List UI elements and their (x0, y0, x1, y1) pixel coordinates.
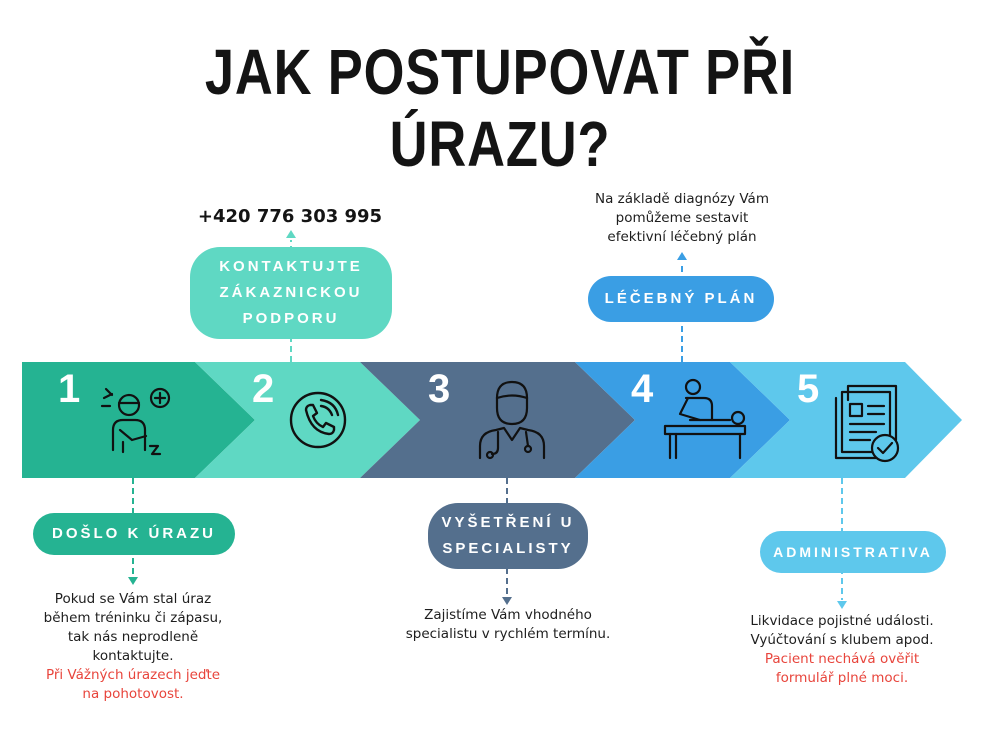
warning-step-5-line1: Pacient nechává ověřit (764, 651, 920, 667)
description-step-5-line2: Vyúčtování s klubem apod. (750, 632, 934, 648)
description-step-4: Na základě diagnózy Vám pomůžeme sestavi… (572, 190, 792, 247)
description-step-1-line4: kontaktujte. (92, 648, 174, 664)
physiotherapy-icon (663, 378, 747, 460)
label-step-5-text: ADMINISTRATIVA (773, 544, 933, 560)
description-step-3: Zajistíme Vám vhodného specialistu v ryc… (388, 606, 628, 644)
doctor-icon (478, 380, 546, 460)
warning-step-5-line2: formulář plné moci. (775, 670, 909, 686)
step-5-segment (730, 362, 962, 478)
label-step-5: ADMINISTRATIVA (760, 531, 946, 573)
injured-person-icon (100, 387, 171, 456)
label-step-3-line2: SPECIALISTY (442, 540, 574, 557)
phone-number[interactable]: +420 776 303 995 (197, 206, 383, 227)
description-step-3-line2: specialistu v rychlém termínu. (405, 626, 611, 642)
description-step-3-line1: Zajistíme Vám vhodného (424, 607, 592, 623)
warning-step-1-line1: Při Vážných úrazech jeďte (45, 667, 221, 683)
step-2-segment (195, 362, 420, 478)
label-step-2-line2: ZÁKAZNICKOU (219, 284, 363, 301)
description-step-4-line3: efektivní léčebný plán (607, 229, 757, 245)
step-4-segment (575, 362, 790, 478)
label-step-1: DOŠLO K ÚRAZU (33, 513, 235, 555)
label-step-2-line3: PODPORU (242, 310, 340, 327)
label-step-2: KONTAKTUJTE ZÁKAZNICKOU PODPORU (190, 247, 392, 339)
label-step-1-text: DOŠLO K ÚRAZU (52, 525, 216, 542)
warning-step-1-line2: na pohotovost. (82, 686, 184, 702)
document-approved-icon (834, 384, 900, 463)
label-step-3-line1: VYŠETŘENÍ U (441, 514, 575, 531)
label-step-2-line1: KONTAKTUJTE (219, 258, 363, 275)
label-step-3: VYŠETŘENÍ U SPECIALISTY (428, 503, 588, 569)
step-2-number: 2 (252, 367, 274, 411)
step-3-number: 3 (428, 367, 450, 411)
description-step-1: Pokud se Vám stal úraz během tréninku či… (20, 590, 246, 704)
step-3-segment (360, 362, 635, 478)
description-step-1-line3: tak nás neprodleně (67, 629, 199, 645)
page-title: JAK POSTUPOVAT PŘI ÚRAZU? (204, 36, 796, 180)
label-step-4: LÉČEBNÝ PLÁN (588, 276, 774, 322)
description-step-5-line1: Likvidace pojistné události. (750, 613, 934, 629)
label-step-4-text: LÉČEBNÝ PLÁN (604, 290, 758, 307)
step-1-number: 1 (58, 367, 80, 411)
description-step-5: Likvidace pojistné události. Vyúčtování … (722, 612, 962, 688)
description-step-1-line2: během tréninku či zápasu, (43, 610, 223, 626)
description-step-1-line1: Pokud se Vám stal úraz (54, 591, 212, 607)
phone-call-icon (289, 391, 347, 449)
description-step-4-line1: Na základě diagnózy Vám (595, 191, 769, 207)
step-4-number: 4 (631, 367, 654, 411)
step-5-number: 5 (797, 367, 819, 411)
description-step-4-line2: pomůžeme sestavit (615, 210, 749, 226)
